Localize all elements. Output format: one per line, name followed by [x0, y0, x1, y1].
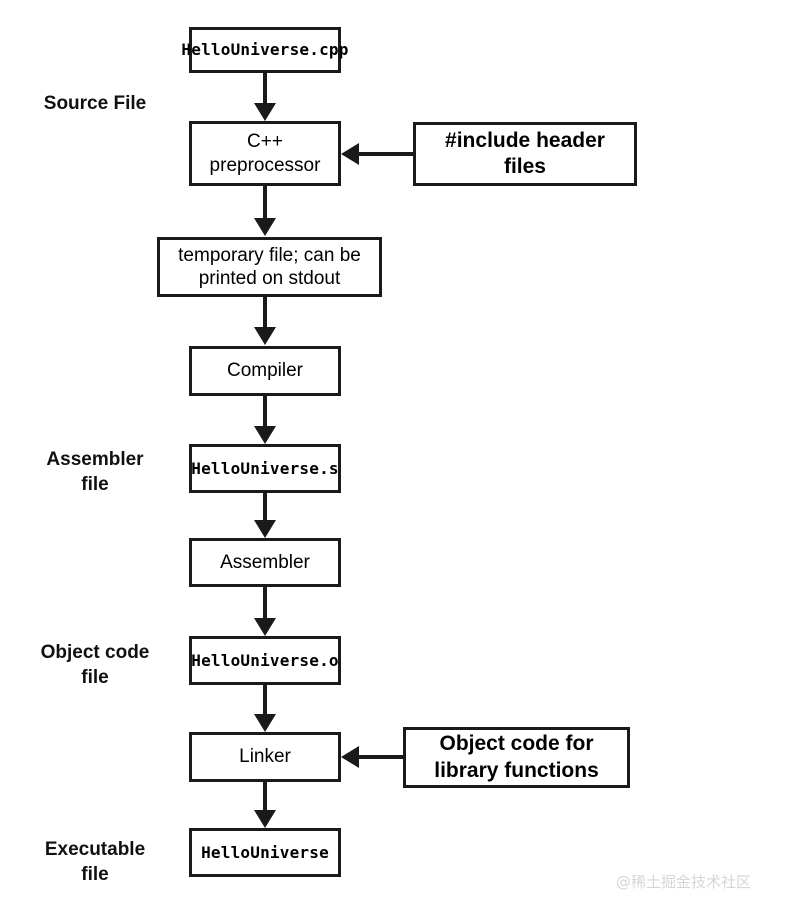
stage-label-assembler-file: Assembler file [46, 449, 144, 495]
edge-assembler-to-object-line [263, 587, 267, 618]
edge-assembly-to-assembler-line [263, 493, 267, 520]
edge-source-to-preprocessor-arrow [254, 103, 276, 121]
edge-source-to-preprocessor-line [263, 73, 267, 106]
stage-label-source-file: Source File [43, 93, 147, 114]
stage-label-executable-file: Executable file [44, 839, 146, 885]
node-object-file-label: HelloUniverse.o [191, 650, 339, 670]
edge-library-to-linker-arrow [341, 746, 359, 768]
edge-library-to-linker-line [358, 755, 405, 759]
node-assembler: Assembler [189, 538, 341, 587]
node-include-headers-label: #include header files [445, 128, 605, 178]
node-temporary-file-label: temporary file; can be printed on stdout [178, 244, 361, 289]
node-preprocessor-label: C++ preprocessor [209, 131, 321, 176]
edge-compiler-to-assembly-arrow [254, 426, 276, 444]
node-object-file: HelloUniverse.o [189, 636, 341, 685]
node-temporary-file: temporary file; can be printed on stdout [157, 237, 382, 297]
node-preprocessor: C++ preprocessor [189, 121, 341, 186]
edge-object-to-linker-arrow [254, 714, 276, 732]
node-executable-file: HelloUniverse [189, 828, 341, 877]
stage-label-object-code-file: Object code file [40, 642, 150, 688]
node-source-cpp: HelloUniverse.cpp [181, 27, 348, 73]
edge-linker-to-executable-arrow [254, 810, 276, 828]
node-assembly-file-label: HelloUniverse.s [191, 458, 339, 478]
edge-assembly-to-assembler-arrow [254, 520, 276, 538]
watermark-text: @稀土掘金技术社区 [616, 873, 752, 891]
node-compiler-label: Compiler [226, 360, 304, 382]
node-linker: Linker [189, 732, 341, 782]
node-linker-label: Linker [239, 746, 291, 768]
edge-compiler-to-assembly-line [263, 396, 267, 427]
edge-assembler-to-object-arrow [254, 618, 276, 636]
edge-include-to-preprocessor-line [358, 152, 415, 156]
node-library-object-code-label: Object code for library functions [434, 732, 599, 782]
edge-object-to-linker-line [263, 685, 267, 714]
node-executable-file-label: HelloUniverse [201, 842, 329, 862]
node-assembly-file: HelloUniverse.s [189, 444, 341, 493]
node-library-object-code: Object code for library functions [403, 727, 630, 788]
edge-preprocessor-to-temp-line [263, 186, 267, 220]
node-compiler: Compiler [189, 346, 341, 396]
edge-temp-to-compiler-arrow [254, 327, 276, 345]
node-include-headers: #include header files [413, 122, 637, 186]
edge-linker-to-executable-line [263, 782, 267, 810]
node-source-cpp-label: HelloUniverse.cpp [181, 40, 349, 60]
edge-preprocessor-to-temp-arrow [254, 218, 276, 236]
node-assembler-label: Assembler [220, 551, 310, 573]
edge-include-to-preprocessor-arrow [341, 143, 359, 165]
edge-temp-to-compiler-line [263, 297, 267, 328]
